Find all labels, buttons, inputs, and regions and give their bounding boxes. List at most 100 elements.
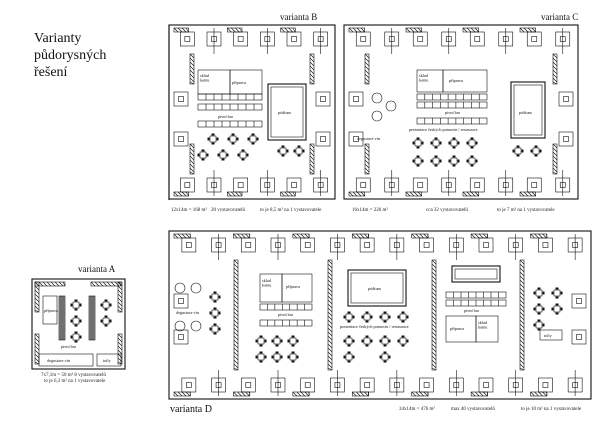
plan-a-truss-top-2 — [90, 281, 122, 287]
plan-b-truss-bottom-2 — [227, 191, 243, 197]
plan-c-booth-bottom-0 — [355, 177, 371, 193]
plan-a-toilets — [96, 353, 122, 367]
plan-d-table-22 — [533, 319, 545, 331]
plan-c-truss-bottom-6 — [519, 191, 536, 197]
plan-d-booth-left-2 — [173, 329, 189, 345]
plan-c-truss-4 — [552, 143, 558, 175]
plan-b-counter-1 — [197, 93, 263, 101]
plan-d-counter-2 — [259, 319, 313, 327]
plan-d-table-3 — [209, 323, 221, 335]
plan-c-truss-1 — [364, 53, 370, 85]
plan-d-booth-bottom-12 — [538, 377, 553, 393]
plan-c-truss-bottom-2 — [405, 191, 422, 197]
variant-b-label: varianta B — [280, 12, 318, 22]
plan-d-booth-left-1 — [173, 293, 189, 309]
title-line-3: řešení — [34, 65, 68, 80]
plan-c-truss-top-0 — [348, 27, 365, 33]
plan-d-booth-right-2 — [571, 329, 587, 345]
plan-d-table-23 — [551, 287, 563, 299]
plan-b-table-7 — [277, 145, 289, 157]
variant-c-ratio: to je 7 m² na 1 vystavovatele — [497, 208, 555, 213]
plan-d-booth-bottom-4 — [300, 377, 316, 393]
plan-d-bar-label: pivní bar — [278, 312, 294, 317]
page-title: Varianty půdorysných řešení — [34, 30, 144, 81]
plan-d-truss-bottom-8 — [411, 391, 429, 397]
plan-c-truss-top-6 — [519, 27, 536, 33]
plan-d-podium-label: pódium — [368, 286, 382, 291]
plan-b-table-6 — [237, 149, 249, 161]
plan-a-tasting — [38, 353, 94, 367]
plan-c-truss-bottom-0 — [348, 191, 365, 197]
plan-c-table-8 — [466, 155, 478, 167]
title-line-2: půdorysných — [34, 48, 107, 63]
plan-d-bar2-label: pivní bar — [464, 308, 480, 313]
plan-b-booth-left-2 — [173, 131, 189, 147]
plan-d-counter-3 — [445, 291, 507, 299]
plan-d-round-table-3 — [174, 320, 186, 332]
plan-d-prep2-label: příprava — [450, 326, 464, 331]
plan-b-booth-bottom-4 — [286, 177, 302, 193]
variant-c-area: 16x14m = 226 m² — [352, 208, 388, 213]
plan-b-truss-inner-3 — [189, 143, 195, 175]
plan-c-prep — [442, 69, 488, 93]
plan-d-truss-inner-3 — [431, 259, 437, 371]
variant-b-area: 12x14m = 168 m² — [171, 208, 207, 213]
plan-a-table-4 — [100, 299, 112, 311]
plan-d-booth-top-4 — [300, 237, 316, 253]
variant-b-exhibitors: 20 vystavovatelů — [211, 208, 246, 213]
plan-b-prep-label: příprava — [232, 80, 246, 85]
plan-d-prep-label: příprava — [286, 284, 300, 289]
plan-a-toilets-label: toily — [103, 358, 112, 363]
plan-d-podium — [347, 269, 407, 307]
plan-d-outline — [168, 230, 592, 400]
plan-a-bar-label: pivní bar — [61, 344, 77, 349]
plan-a-prep — [42, 295, 58, 325]
plan-d-table-2 — [209, 307, 221, 319]
plan-d-booth-top-12 — [538, 237, 553, 253]
plan-d-table-10 — [343, 311, 355, 323]
variant-a-note-2: to je 6,3 m² na 1 vystavovatele — [44, 379, 106, 384]
plan-c-table-3 — [448, 137, 460, 149]
variant-c-exhibitors: cca 32 vystavovatelů — [426, 208, 468, 213]
plan-d-toilets — [539, 329, 563, 341]
plan-c-truss-2 — [552, 53, 558, 85]
plan-c-booth-top-0 — [355, 31, 371, 47]
plan-d-table-6 — [287, 335, 299, 347]
plan-d-truss-top-4 — [292, 233, 310, 239]
plan-d-table-15 — [361, 335, 373, 347]
plan-a-truss-top-1 — [34, 281, 66, 287]
plan-c-table-5 — [412, 155, 424, 167]
plan-d-truss-bottom-4 — [292, 391, 310, 397]
plan-d-tasting-label: degustace vín — [176, 310, 200, 315]
plan-c-round-table-3 — [385, 100, 397, 112]
plan-a-counter-1 — [58, 295, 66, 341]
plan-d-table-19 — [379, 351, 391, 363]
plan-a-table-5 — [100, 315, 112, 327]
plan-c-table-4 — [466, 137, 478, 149]
plan-d-counter-4 — [445, 299, 507, 307]
plan-b-booth-right-2 — [315, 131, 331, 147]
plan-d-table-24 — [551, 303, 563, 315]
plan-d-truss-top-10 — [470, 233, 488, 239]
plan-d-truss-inner-4 — [519, 259, 525, 371]
plan-c-truss-top-2 — [405, 27, 422, 33]
plan-d-table-17 — [397, 335, 409, 347]
plan-c-table-7 — [448, 155, 460, 167]
plan-a-outline — [31, 278, 126, 370]
plan-d-podium-2 — [451, 265, 501, 283]
plan-d-truss-top-6 — [351, 233, 369, 239]
plan-d-table-11 — [361, 311, 373, 323]
plan-d-booth-top-6 — [359, 237, 375, 253]
plan-d-presentation-label: prezentace českých pomovin / restaurace — [340, 324, 409, 329]
plan-b-table-5 — [217, 149, 229, 161]
plan-b-booth-bottom-2 — [233, 177, 248, 193]
plan-c-counter-3 — [416, 117, 488, 125]
variant-d-area: 34x14m = 476 m² — [399, 407, 435, 412]
plan-d-table-12 — [379, 311, 391, 323]
plan-b-booth-left-1 — [173, 91, 189, 107]
plan-b-truss-bottom-4 — [280, 191, 296, 197]
